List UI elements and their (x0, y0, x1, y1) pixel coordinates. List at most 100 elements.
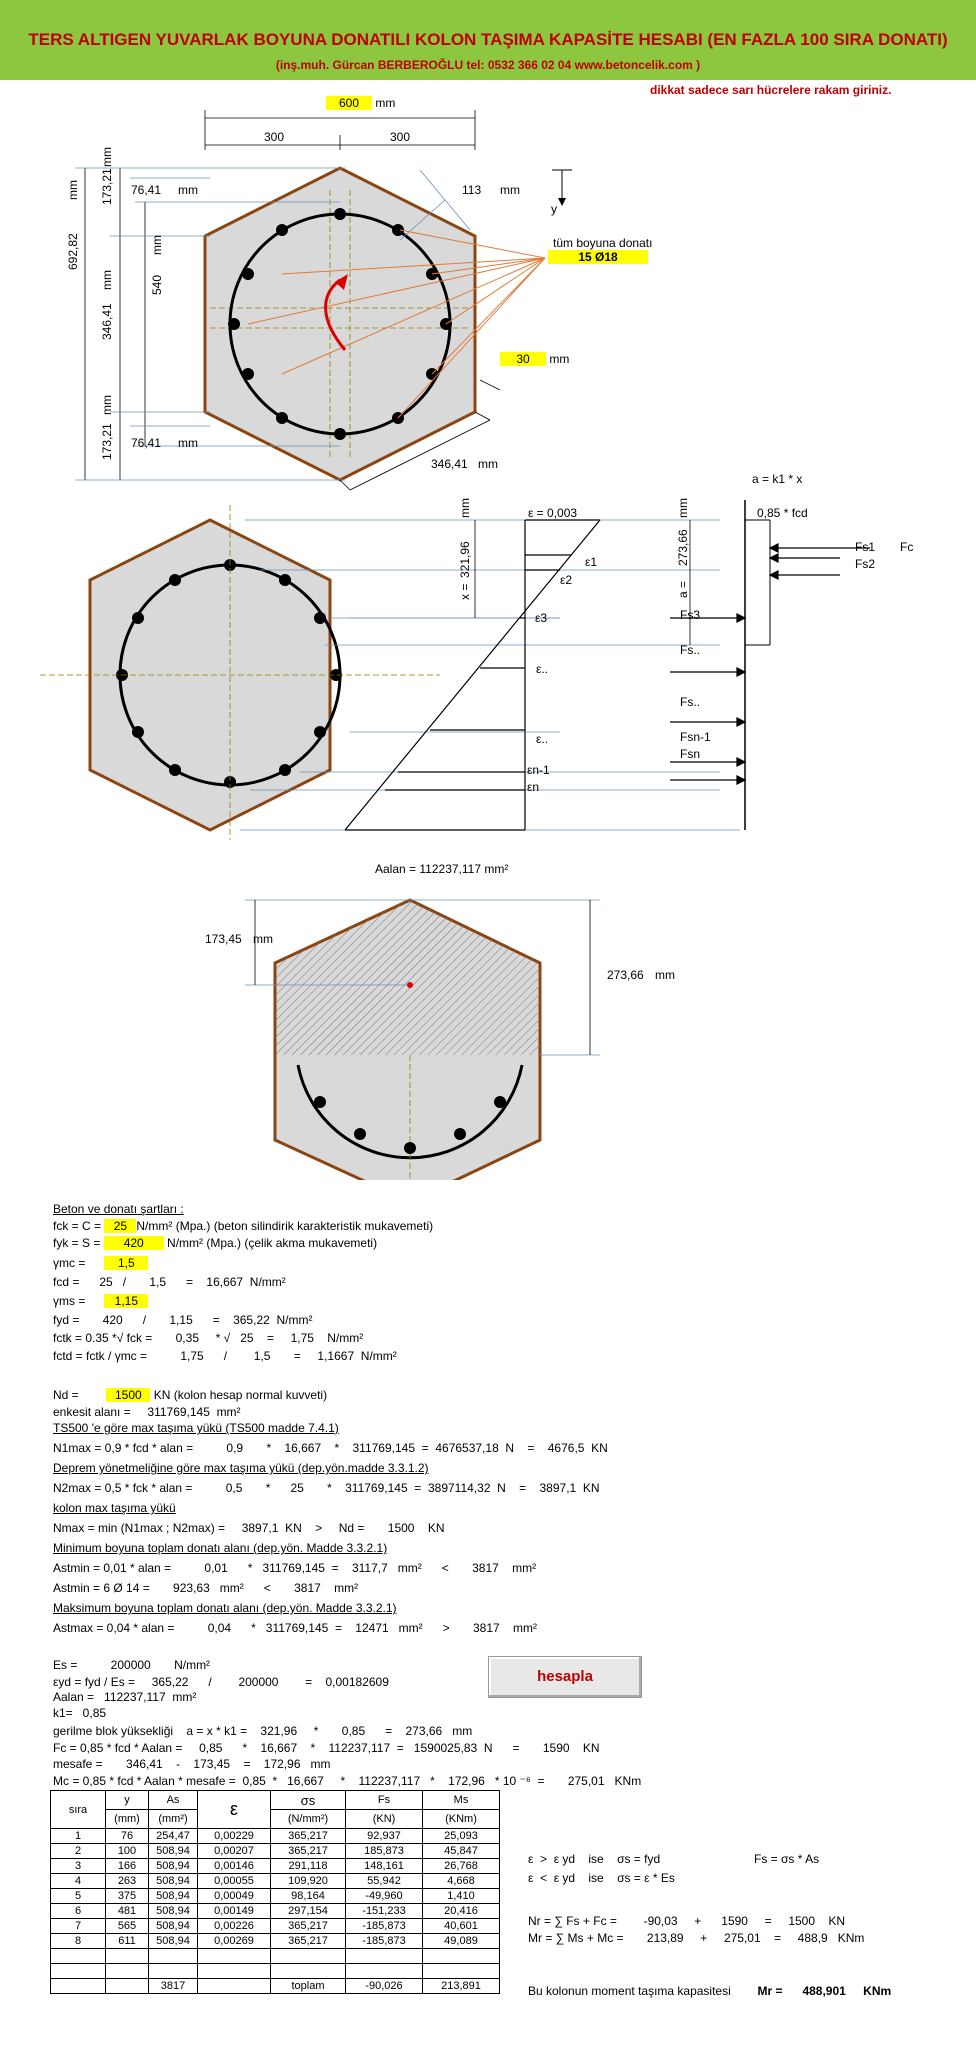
table-cell: 565 (105, 1918, 149, 1934)
kolon-heading: kolon max taşıma yükü (53, 1501, 176, 1515)
table-cell: 508,94 (148, 1858, 198, 1874)
a-line: gerilme blok yüksekliği a = x * k1 = 321… (53, 1724, 473, 1738)
col-eps: ε (197, 1790, 271, 1829)
side-length-unit: mm (478, 457, 498, 471)
table-cell: 45,847 (422, 1843, 500, 1859)
table-cell: 365,217 (270, 1933, 346, 1949)
offset-bot-dim: 76,41 (131, 436, 162, 450)
rule-2: ε < ε yd ise σs = ε * Es (528, 1871, 675, 1885)
nd-input[interactable]: 1500 (106, 1388, 151, 1402)
rebar-label: tüm boyuna donatı (553, 236, 653, 250)
table-cell: 25,093 (422, 1828, 500, 1844)
astmin2-line: Astmin = 6 Ø 14 = 923,63 mm² < 3817 mm² (53, 1581, 359, 1595)
fs-dots1-label: Fs.. (680, 643, 700, 657)
x-value: 321,96 (458, 541, 472, 578)
table-cell: 365,217 (270, 1828, 346, 1844)
gmc-label: γmc = (53, 1256, 86, 1270)
fcd-line: fcd = 25 / 1,5 = 16,667 N/mm² (53, 1275, 286, 1289)
table-cell: 297,154 (270, 1903, 346, 1919)
es-line: Es = 200000 N/mm² (53, 1658, 211, 1672)
x-unit: mm (458, 498, 472, 518)
table-row-empty (50, 1963, 500, 1979)
col-as: As (148, 1790, 198, 1810)
rebar-input[interactable]: 15 Ø18 (548, 250, 648, 264)
gms-input[interactable]: 1,15 (104, 1294, 149, 1308)
fyk-input[interactable]: 420 (103, 1236, 164, 1250)
k1-line: k1= 0,85 (53, 1706, 107, 1720)
eps-dots1-label: ε.. (536, 662, 549, 676)
table-cell: 508,94 (148, 1888, 198, 1904)
astmin1-line: Astmin = 0,01 * alan = 0,01 * 311769,145… (53, 1561, 537, 1575)
table-cell: 0,00226 (197, 1918, 271, 1934)
cover-dim-unit: mm (500, 183, 520, 197)
table-cell: 26,768 (422, 1858, 500, 1874)
eps-top-value: 0,003 (547, 506, 578, 520)
half-right-dim: 300 (390, 130, 411, 144)
table-cell: 7 (50, 1918, 106, 1934)
warning-text: dikkat sadece sarı hücrelere rakam girin… (650, 83, 892, 97)
table-row-empty (50, 1948, 500, 1964)
fck-input[interactable]: 25 (104, 1219, 137, 1233)
table-cell: 20,416 (422, 1903, 500, 1919)
y-axis-label: y (551, 202, 557, 216)
table-cell: -151,233 (345, 1903, 423, 1919)
area-left-dim: 173,45 (205, 932, 242, 946)
fsn1-label: Fsn-1 (680, 730, 711, 744)
table-cell: 98,164 (270, 1888, 346, 1904)
table-cell: 0,00269 (197, 1933, 271, 1949)
area-left-unit: mm (253, 932, 273, 946)
table-cell: 365,217 (270, 1843, 346, 1859)
col-fs: Fs (345, 1790, 423, 1810)
table-cell: 508,94 (148, 1843, 198, 1859)
table-cell: 508,94 (148, 1903, 198, 1919)
a-formula: a = k1 * x (752, 472, 803, 486)
aalan-value: 112237,117 (419, 862, 482, 876)
left-bot-unit: mm (100, 395, 114, 415)
table-cell: 4,668 (422, 1873, 500, 1889)
table-cell: 49,089 (422, 1933, 500, 1949)
gms-label: γms = (53, 1294, 86, 1308)
table-cell: 76 (105, 1828, 149, 1844)
x-label: x = (458, 583, 472, 600)
table-cell: 148,161 (345, 1858, 423, 1874)
unit-sigma: (N/mm²) (270, 1809, 346, 1829)
inner-height-unit: mm (150, 235, 164, 255)
mc-line: Mc = 0,85 * fcd * Aalan * mesafe = 0,85 … (53, 1774, 642, 1788)
min-heading: Minimum boyuna toplam donatı alanı (dep.… (53, 1541, 388, 1555)
unit-y: (mm) (105, 1809, 149, 1829)
table-cell: 508,94 (148, 1918, 198, 1934)
table-cell: 166 (105, 1858, 149, 1874)
capacity-label: Bu kolonun moment taşıma kapasitesi (528, 1984, 731, 1998)
epsn-label: εn (527, 780, 540, 794)
fs3-label: Fs3 (680, 608, 701, 622)
eps-top-label: ε = (528, 506, 544, 520)
calculate-button[interactable]: hesapla (488, 1656, 642, 1698)
table-cell: 0,00207 (197, 1843, 271, 1859)
fsn-label: Fsn (680, 747, 701, 761)
total-as: 3817 (148, 1978, 198, 1994)
table-cell: 375 (105, 1888, 149, 1904)
cover-input[interactable]: 30 (500, 352, 546, 366)
fck-label: fck = C = (53, 1219, 102, 1233)
page-title: TERS ALTIGEN YUVARLAK BOYUNA DONATILI KO… (28, 30, 948, 49)
gmc-input[interactable]: 1,5 (104, 1256, 149, 1270)
offset-top-unit: mm (178, 183, 198, 197)
left-top-dim: 173,21 (100, 168, 114, 205)
fyk-label: fyk = S = (53, 1236, 101, 1250)
table-cell: 0,00146 (197, 1858, 271, 1874)
table-cell: 508,94 (148, 1873, 198, 1889)
mr-label: Mr = (757, 1984, 783, 1998)
table-cell: 263 (105, 1873, 149, 1889)
col-ms: Ms (422, 1790, 500, 1810)
unit-ms: (KNm) (422, 1809, 500, 1829)
width-input[interactable]: 600 (326, 96, 372, 110)
total-height-unit: mm (66, 180, 80, 200)
table-cell: 8 (50, 1933, 106, 1949)
ts500-heading: TS500 'e göre max taşıma yükü (TS500 mad… (53, 1421, 339, 1435)
table-cell: 0,00049 (197, 1888, 271, 1904)
left-mid-unit: mm (100, 270, 114, 290)
